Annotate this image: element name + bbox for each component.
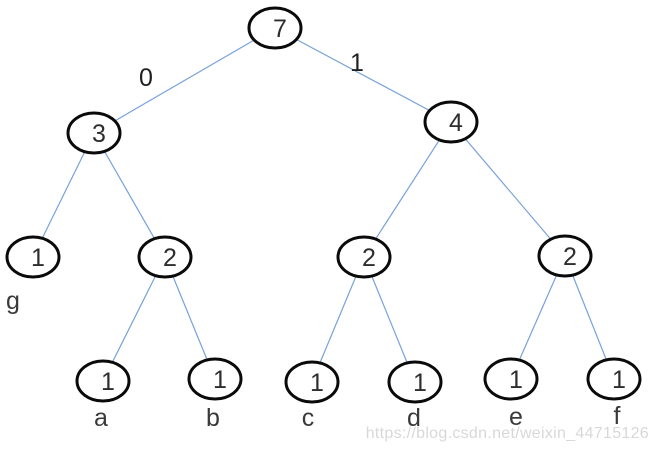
tree-edge-root-n3 [93,27,276,134]
tree-node-value-n1e: 1 [509,366,523,394]
tree-node-n4 [423,100,479,144]
tree-node-value-n1b: 1 [213,366,227,394]
tree-node-n3 [66,111,122,155]
tree-edge-n3-n1g [32,132,95,258]
tree-node-value-n1d: 1 [413,369,427,397]
edge-label-0: 0 [139,64,153,92]
tree-node-value-n1a: 1 [101,368,115,396]
tree-node-n1c [284,360,340,404]
watermark-text: https://blog.csdn.net/weixin_44715126 [366,425,649,442]
tree-node-value-n2ef: 2 [563,243,577,271]
leaf-label-c: c [302,404,315,432]
leaf-label-b: b [206,404,220,432]
leaf-label-a: a [94,404,108,432]
tree-edge-n2ef-n1e [510,255,566,380]
tree-node-n2ef [537,234,593,278]
leaf-label-g: g [6,287,20,315]
tree-node-value-n1g: 1 [31,244,45,272]
tree-node-value-n1f: 1 [612,366,626,394]
tree-node-n1e [483,357,539,401]
tree-node-root [247,6,303,50]
edge-label-1: 1 [350,49,364,77]
tree-edge-root-n4 [274,27,452,123]
tree-node-n1a [75,359,131,403]
tree-edge-n2cd-n1d [363,256,416,383]
tree-edge-n2ab-n1a [102,256,166,382]
tree-node-n1b [187,357,243,401]
tree-node-n1f [586,357,642,401]
tree-edge-n4-n2cd [363,121,452,258]
tree-node-value-n1c: 1 [310,369,324,397]
tree-node-n1g [5,235,61,279]
leaf-label-e: e [509,403,523,431]
tree-node-n1d [387,360,443,404]
tree-edge-n4-n2ef [450,121,566,257]
tree-edge-n2cd-n1c [311,256,365,383]
tree-node-n2cd [336,235,392,279]
tree-node-value-n3: 3 [92,120,106,148]
tree-edge-n3-n2ab [93,132,166,258]
tree-node-value-n2ab: 2 [163,244,177,272]
tree-node-n2ab [137,235,193,279]
tree-node-value-n4: 4 [449,109,463,137]
leaf-label-f: f [614,402,621,430]
tree-node-value-n2cd: 2 [362,244,376,272]
tree-node-value-root: 7 [273,15,287,43]
leaf-label-d: d [407,404,421,432]
